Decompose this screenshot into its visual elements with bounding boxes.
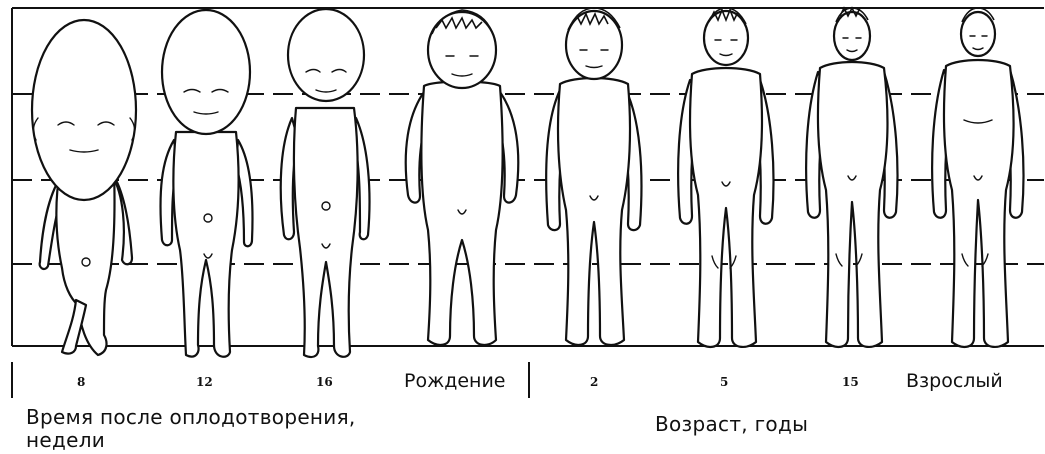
figure-2-years bbox=[546, 8, 641, 345]
stage-label-15: 15 bbox=[842, 375, 859, 389]
head-12-weeks bbox=[162, 10, 250, 134]
head-8-weeks bbox=[32, 20, 136, 200]
figure-12-weeks bbox=[161, 10, 253, 357]
stage-label-16: 16 bbox=[316, 375, 333, 389]
stage-label-8: 8 bbox=[77, 375, 85, 389]
figure-16-weeks bbox=[281, 9, 370, 357]
stage-label-2: 2 bbox=[590, 375, 598, 389]
figure-8-weeks bbox=[32, 20, 136, 355]
figure-adult bbox=[932, 8, 1023, 347]
figure-5-years bbox=[678, 8, 773, 347]
caption-prenatal-line2: недели bbox=[26, 428, 105, 452]
figure-birth bbox=[406, 10, 519, 345]
figure-15-years bbox=[806, 8, 897, 347]
caption-prenatal-line1: Время после оплодотворения, bbox=[26, 405, 356, 429]
stage-label-adult: Взрослый bbox=[906, 370, 1003, 392]
stage-label-12: 12 bbox=[196, 375, 213, 389]
head-15-years bbox=[834, 12, 870, 60]
caption-age: Возраст, годы bbox=[655, 412, 808, 436]
head-16-weeks bbox=[288, 9, 364, 101]
stage-label-5: 5 bbox=[720, 375, 728, 389]
stage-label-birth: Рождение bbox=[404, 370, 506, 392]
